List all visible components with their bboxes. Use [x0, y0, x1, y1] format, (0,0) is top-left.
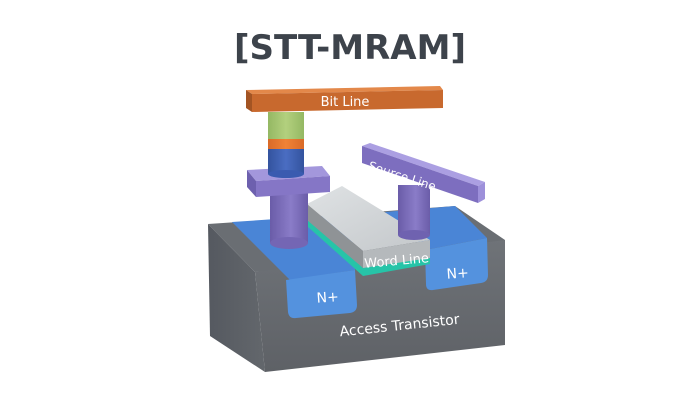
mtj-pinned-layer	[268, 148, 304, 174]
right-via	[398, 185, 430, 240]
bit-line-top	[246, 86, 443, 94]
bit-line: Bit Line	[246, 86, 443, 112]
word-line: Word Line	[307, 186, 430, 276]
diagram-title: [STT-MRAM]	[233, 28, 466, 68]
bit-line-front-face	[252, 90, 443, 112]
n-plus-left-label: N+	[316, 289, 339, 307]
mtj-stack	[268, 112, 304, 178]
n-plus-right-label: N+	[446, 265, 469, 283]
source-line-end-face	[478, 182, 485, 203]
source-line-top	[362, 143, 485, 186]
bit-line-label: Bit Line	[321, 95, 370, 110]
substrate-left-face	[208, 224, 265, 372]
bit-line-left-face	[246, 90, 252, 112]
mtj-free-layer	[268, 112, 304, 139]
word-line-label: Word Line	[364, 251, 430, 272]
source-line-front-face	[362, 146, 478, 203]
mtj-tunnel-barrier	[268, 138, 304, 149]
